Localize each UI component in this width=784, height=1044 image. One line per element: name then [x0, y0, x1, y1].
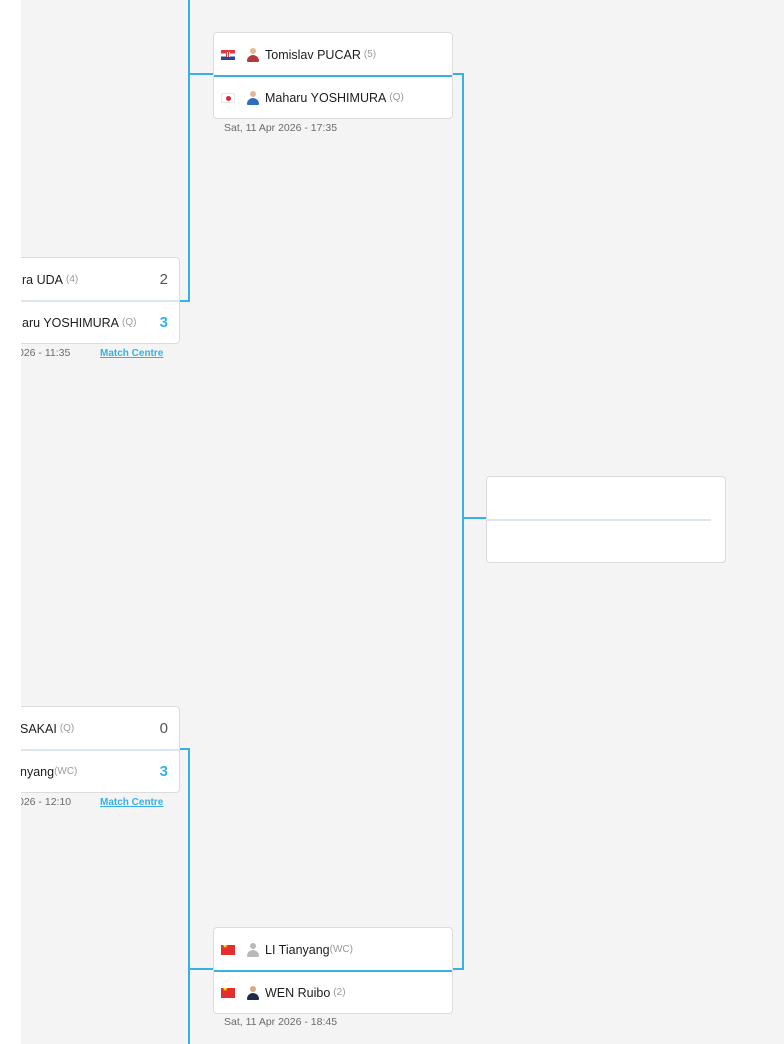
- row-divider: [21, 749, 179, 751]
- player-seed: (Q): [122, 317, 137, 328]
- match-card-r1-top[interactable]: ra UDA (4) 2 aru YOSHIMURA (Q) 3: [21, 257, 180, 344]
- player-seed: (2): [333, 987, 346, 998]
- row-divider: [21, 300, 179, 302]
- player-seed: (4): [65, 274, 79, 285]
- bracket-connector: [462, 73, 464, 970]
- bracket-connector: [188, 0, 190, 75]
- player-row[interactable]: nyang (WC) 3: [21, 750, 179, 793]
- match-card-r2-bottom[interactable]: LI Tianyang (WC) WEN Ruibo (2): [213, 927, 453, 1014]
- player-name: Maharu YOSHIMURA: [265, 90, 387, 105]
- player-score: 2: [159, 271, 168, 288]
- player-name: aru YOSHIMURA: [22, 315, 120, 330]
- match-datetime: 026 - 12:10: [21, 796, 72, 808]
- player-score: 0: [159, 720, 168, 737]
- japan-flag-icon: [221, 92, 235, 103]
- match-datetime: Sat, 11 Apr 2026 - 17:35: [224, 122, 338, 134]
- player-seed: (WC): [329, 944, 353, 955]
- match-centre-link[interactable]: Match Centre: [100, 797, 164, 808]
- croatia-flag-icon: [221, 49, 235, 60]
- china-flag-icon: [221, 944, 235, 955]
- bracket-connector: [180, 748, 190, 750]
- player-name: Tomislav PUCAR: [265, 47, 361, 62]
- match-datetime: 026 - 11:35: [21, 347, 71, 359]
- player-name: WEN Ruibo: [265, 985, 331, 1000]
- placeholder-avatar-icon: [246, 942, 260, 958]
- bracket-connector: [188, 748, 190, 1044]
- match-card-r2-top[interactable]: Tomislav PUCAR (5) Maharu YOSHIMURA (Q): [213, 32, 453, 119]
- player-row-empty[interactable]: [487, 520, 725, 563]
- player-row[interactable]: WEN Ruibo (2): [214, 971, 452, 1014]
- bracket-connector: [180, 300, 190, 302]
- player-name: LI Tianyang: [265, 942, 330, 957]
- player-score: 3: [159, 314, 168, 331]
- bracket-connector: [188, 75, 190, 302]
- player-seed: (WC): [54, 766, 78, 777]
- player-seed: (Q): [389, 92, 404, 103]
- match-card-r1-bottom[interactable]: SAKAI (Q) 0 nyang (WC) 3: [21, 706, 180, 793]
- player-row[interactable]: SAKAI (Q) 0: [21, 707, 179, 750]
- player-row-empty[interactable]: [487, 477, 725, 520]
- match-centre-link[interactable]: Match Centre: [100, 348, 164, 359]
- player-seed: (5): [363, 49, 377, 60]
- player-row[interactable]: LI Tianyang (WC): [214, 928, 452, 971]
- china-flag-icon: [221, 987, 235, 998]
- player-name: nyang: [21, 764, 55, 779]
- player-row[interactable]: Maharu YOSHIMURA (Q): [214, 76, 452, 119]
- row-divider: [487, 519, 711, 521]
- player-row[interactable]: Tomislav PUCAR (5): [214, 33, 452, 76]
- player-name: SAKAI: [21, 721, 57, 736]
- bracket-connector: [188, 968, 214, 970]
- bracket-connector: [452, 73, 464, 75]
- bracket-connector: [462, 517, 488, 519]
- match-card-r3[interactable]: [486, 476, 726, 563]
- player-row[interactable]: ra UDA (4) 2: [21, 258, 179, 301]
- row-divider: [214, 75, 452, 77]
- draw-bracket: Tomislav PUCAR (5) Maharu YOSHIMURA (Q) …: [21, 0, 784, 1044]
- player-avatar-icon: [246, 47, 260, 63]
- player-name: ra UDA: [22, 272, 63, 287]
- match-datetime: Sat, 11 Apr 2026 - 18:45: [224, 1016, 338, 1028]
- bracket-connector: [188, 73, 214, 75]
- player-row[interactable]: aru YOSHIMURA (Q) 3: [21, 301, 179, 344]
- player-avatar-icon: [246, 90, 260, 106]
- row-divider: [214, 970, 452, 972]
- bracket-connector: [452, 968, 464, 970]
- player-score: 3: [159, 763, 168, 780]
- player-avatar-icon: [246, 985, 260, 1001]
- player-seed: (Q): [59, 723, 75, 734]
